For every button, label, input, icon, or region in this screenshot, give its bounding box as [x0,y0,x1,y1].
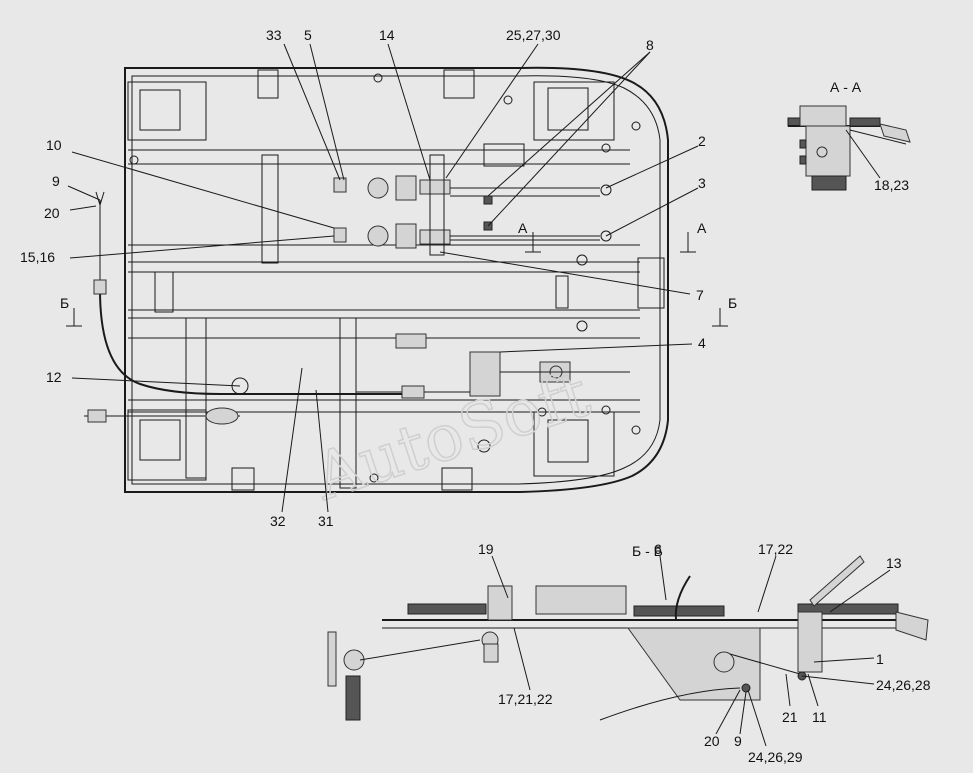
section-mark-a-right: А [697,220,707,236]
callout-10: 10 [46,137,62,153]
callout-3: 3 [698,175,706,191]
callout-5: 5 [304,27,312,43]
callout-32: 32 [270,513,286,529]
callout-4: 4 [698,335,706,351]
callout-14: 14 [379,27,395,43]
callout-24-26-29: 24,26,29 [748,749,803,765]
callout-18-23: 18,23 [874,177,909,193]
callout-1: 1 [876,651,884,667]
callout-15-16: 15,16 [20,249,55,265]
callout-9-bb: 9 [734,733,742,749]
callout-2: 2 [698,133,706,149]
callout-31: 31 [318,513,334,529]
section-b-b [327,555,929,721]
callout-21: 21 [782,709,798,725]
plan-view [84,66,669,493]
callout-25-27-30: 25,27,30 [506,27,561,43]
callout-11: 11 [812,709,827,725]
cab-floor-outline [124,66,669,493]
callout-12: 12 [46,369,62,385]
section-mark-b-right: Б [728,295,737,311]
plan-leaders [67,43,699,513]
callout-24-26-28: 24,26,28 [876,677,931,693]
section-mark-b-left: Б [60,295,69,311]
callout-17-22: 17,22 [758,541,793,557]
section-a-a [787,105,911,191]
callout-13: 13 [886,555,902,571]
section-mark-a-left: А [518,220,528,236]
callout-20-bb: 20 [704,733,720,749]
callout-20: 20 [44,205,60,221]
section-marks [66,232,728,327]
callout-8: 8 [646,37,654,53]
section-b-b-leaders [491,555,891,747]
callout-17-21-22: 17,21,22 [498,691,553,707]
section-a-a-title: А - А [830,79,862,95]
callout-7: 7 [696,287,704,303]
callout-33: 33 [266,27,282,43]
callout-19: 19 [478,541,494,557]
callout-6: 6 [654,541,662,557]
callout-9: 9 [52,173,60,189]
section-b-b-title: Б - Б [632,543,663,559]
